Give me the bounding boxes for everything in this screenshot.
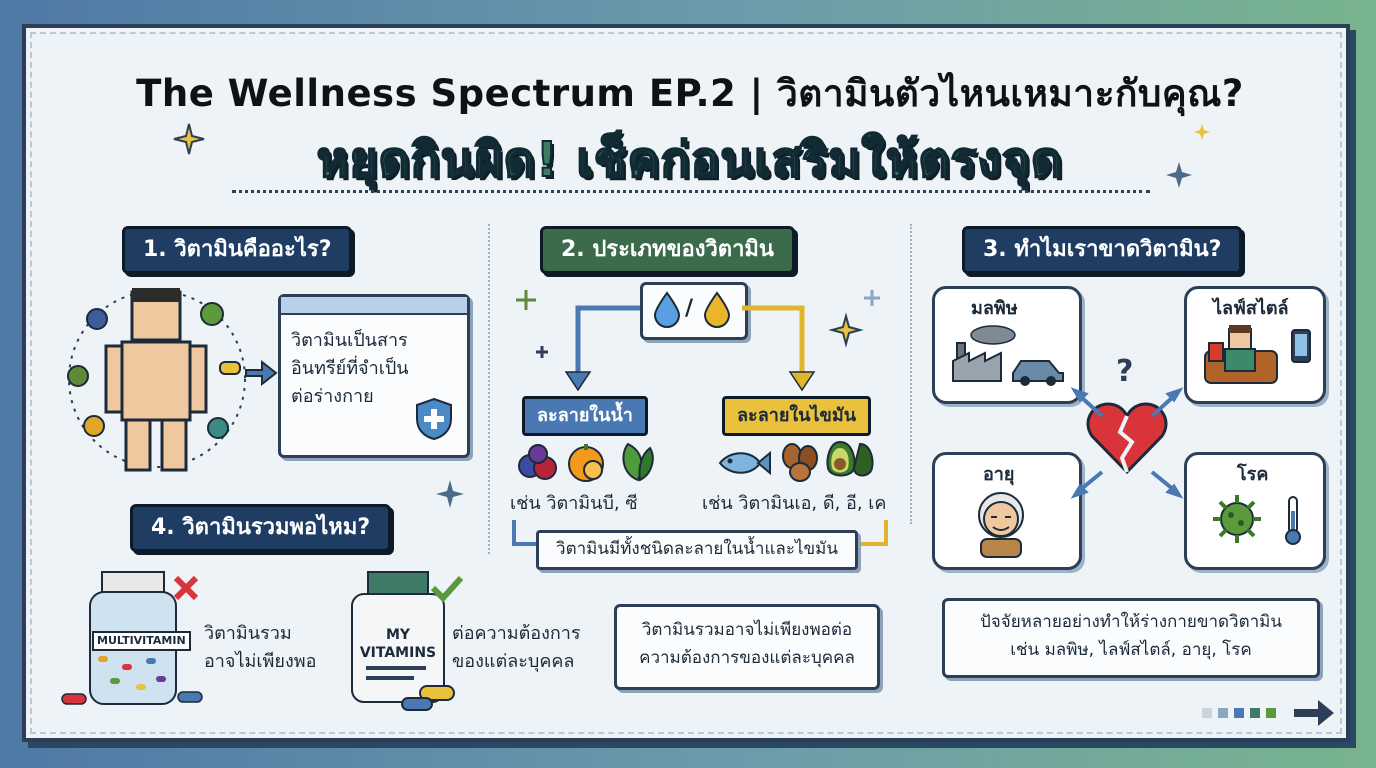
column-divider: [488, 224, 490, 554]
check-mark-icon: [430, 575, 464, 603]
section4-heading: 4. วิตามินรวมพอไหม?: [130, 504, 392, 552]
person-icon: [67, 288, 246, 472]
title-divider: [232, 190, 1150, 193]
summary-line: ปัจจัยหลายอย่างทำให้ร่างกายขาดวิตามิน: [979, 612, 1283, 632]
orange-icon: [568, 444, 604, 482]
card-line: วิตามินเป็นสาร: [291, 330, 408, 351]
berries-icon: [518, 444, 557, 480]
column-divider: [910, 224, 912, 524]
thermometer-icon: [1285, 496, 1301, 545]
virus-icon: [1213, 495, 1261, 543]
spinach-icon: [622, 442, 654, 482]
pollution-bubble: มลพิษ: [932, 286, 1082, 404]
age-bubble: อายุ: [932, 452, 1082, 570]
type-divider-slash: /: [685, 296, 694, 321]
note-line: ความต้องการของแต่ละบุคคล: [639, 648, 855, 668]
pollution-label: มลพิษ: [971, 298, 1018, 319]
lifestyle-bubble: ไลฟ์สไตล์: [1184, 286, 1326, 404]
page-title: The Wellness Spectrum EP.2 | วิตามินตัวไ…: [136, 72, 1244, 115]
nuts-icon: [782, 443, 818, 482]
causes-summary-box: ปัจจัยหลายอย่างทำให้ร่างกายขาดวิตามิน เช…: [942, 598, 1320, 678]
section3-heading: 3. ทำไมเราขาดวิตามิน?: [962, 226, 1243, 274]
page-progress-indicator: [1202, 708, 1276, 718]
vitamin-types-summary: วิตามินมีทั้งชนิดละลายในน้ำและไขมัน: [536, 530, 858, 570]
water-soluble-examples: เช่น วิตามินบี, ซี: [510, 493, 638, 514]
cross-mark-icon: [173, 575, 199, 601]
sparkle-icon: [864, 290, 880, 306]
next-arrow-icon[interactable]: [1294, 700, 1334, 726]
note-line: วิตามินรวมอาจไม่เพียงพอต่อ: [641, 620, 853, 640]
summary-bracket: [512, 520, 888, 546]
summary-text: วิตามินมีทั้งชนิดละลายในน้ำและไขมัน: [556, 539, 838, 559]
cause-arrows: [1070, 387, 1184, 499]
multivitamin-caption: อาจไม่เพียงพอ: [204, 651, 317, 672]
summary-line: เช่น มลพิษ, ไลฟ์สไตล์, อายุ, โรค: [1010, 640, 1252, 660]
my-vitamins-caption: ต่อความต้องการ: [452, 623, 581, 644]
section1-heading: 1. วิตามินคืออะไร?: [122, 226, 353, 274]
oil-drop-icon: [703, 291, 731, 328]
sparkle-icon: [1166, 162, 1192, 188]
fat-soluble-examples: เช่น วิตามินเอ, ดี, อี, เค: [702, 493, 887, 514]
shield-icon: [416, 397, 452, 441]
question-mark: ?: [1116, 354, 1134, 389]
my-vitamins-label-line: VITAMINS: [359, 645, 437, 661]
sparkle-icon: [436, 480, 464, 508]
fish-icon: [718, 450, 771, 476]
sparkle-icon: [1194, 124, 1210, 140]
elderly-face-icon: [978, 492, 1024, 558]
my-vitamins-caption: ของแต่ละบุคคล: [452, 651, 575, 672]
card-line: ต่อร่างกาย: [291, 386, 374, 407]
vitamin-type-box: /: [640, 282, 748, 340]
section2-heading: 2. ประเภทของวิตามิน: [540, 226, 795, 274]
multivitamin-caption: วิตามินรวม: [204, 623, 292, 644]
multivitamin-label: MULTIVITAMIN: [92, 631, 191, 651]
sparkle-icon: [536, 346, 548, 358]
phone-icon: [1291, 329, 1311, 363]
disease-bubble: โรค: [1184, 452, 1326, 570]
my-vitamins-label-line: MY: [385, 627, 411, 643]
page-subtitle: หยุดกินผิด! เช็คก่อนเสริมให้ตรงจุด: [316, 131, 1064, 189]
sparkle-icon: [516, 290, 536, 310]
branch-arrows: [564, 305, 816, 392]
lifestyle-label: ไลฟ์สไตล์: [1213, 298, 1289, 319]
car-icon: [1012, 360, 1064, 386]
multivitamin-note: วิตามินรวมอาจไม่เพียงพอต่อ ความต้องการขอ…: [614, 604, 880, 690]
factory-icon: [952, 325, 1016, 382]
sparkle-icon: [173, 123, 205, 155]
infographic-panel: The Wellness Spectrum EP.2 | วิตามินตัวไ…: [22, 24, 1350, 742]
disease-label: โรค: [1237, 464, 1269, 485]
vitamin-definition-card: วิตามินเป็นสาร อินทรีย์ที่จำเป็น ต่อร่าง…: [278, 294, 470, 458]
fat-soluble-tag: ละลายในไขมัน: [722, 396, 872, 436]
my-vitamins-bottle-icon: [351, 571, 455, 711]
water-drop-icon: [653, 291, 681, 328]
sparkle-icon: [828, 312, 864, 348]
person-on-sofa-icon: [1204, 325, 1278, 384]
avocado-icon: [826, 440, 874, 477]
card-line: อินทรีย์ที่จำเป็น: [291, 358, 409, 379]
age-label: อายุ: [983, 464, 1015, 485]
water-soluble-tag: ละลายในน้ำ: [522, 396, 648, 436]
arrow-right-icon: [245, 359, 278, 387]
